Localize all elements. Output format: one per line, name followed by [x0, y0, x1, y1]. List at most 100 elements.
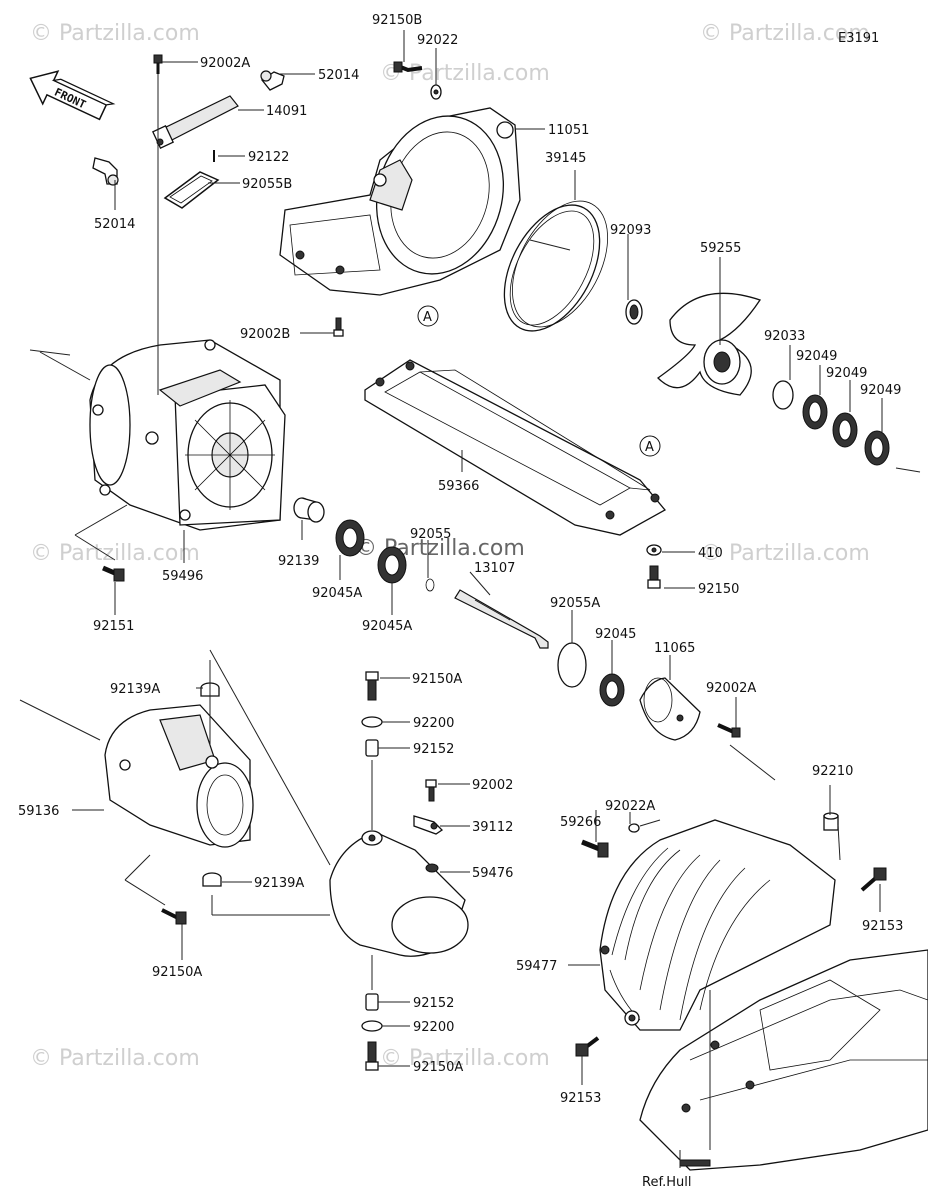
callout-92150b: 92150B	[372, 13, 422, 28]
washer-410	[646, 544, 662, 556]
bushing-92139	[293, 497, 325, 523]
callout-92153: 92153	[862, 919, 903, 934]
bearing-92045a	[335, 519, 365, 557]
callout-92152: 92152	[413, 742, 454, 757]
watermark: © Partzilla.com	[30, 541, 200, 566]
callout-92153: 92153	[560, 1091, 601, 1106]
seal-92093	[625, 299, 643, 325]
bolt-59266	[581, 839, 609, 858]
watermark: © Partzilla.com	[380, 61, 550, 86]
collar-92152	[365, 993, 379, 1011]
steering-nozzle-59476	[329, 830, 469, 957]
callout-92150a: 92150A	[413, 1060, 463, 1075]
callout-92139a: 92139A	[254, 876, 304, 891]
callout-92022a: 92022A	[605, 799, 655, 814]
callout-410: 410	[698, 546, 723, 561]
callout-59477: 59477	[516, 959, 557, 974]
washers-group	[772, 380, 890, 466]
ref-marker-a-text: A	[423, 310, 432, 325]
collar-92152	[365, 739, 379, 757]
callout-92093: 92093	[610, 223, 651, 238]
bolt-92002	[425, 779, 437, 802]
callout-92055b: 92055B	[242, 177, 292, 192]
impeller-59255	[656, 292, 762, 396]
bolt-92002a	[717, 723, 741, 738]
callout-92049: 92049	[826, 366, 867, 381]
washer-92022a	[628, 823, 640, 833]
bolt-92150a	[365, 1041, 379, 1071]
ring-39145	[503, 200, 609, 332]
bolt-92150a	[161, 908, 187, 925]
bushing-92139a	[202, 872, 222, 887]
pump-cover-11051	[279, 61, 521, 296]
callout-92049: 92049	[860, 383, 901, 398]
callout-92022: 92022	[417, 33, 458, 48]
ref-marker-a: A	[417, 305, 439, 327]
pump-housing-59496	[89, 339, 286, 531]
callout-59496: 59496	[162, 569, 203, 584]
callout-92210: 92210	[812, 764, 853, 779]
callout-92139a: 92139A	[110, 682, 160, 697]
callout-92033: 92033	[764, 329, 805, 344]
callout-59255: 59255	[700, 241, 741, 256]
callout-92002b: 92002B	[240, 327, 290, 342]
callout-39112: 39112	[472, 820, 513, 835]
callout-92045a: 92045A	[362, 619, 412, 634]
callout-92150: 92150	[698, 582, 739, 597]
callout-52014: 52014	[94, 217, 135, 232]
callout-92002: 92002	[472, 778, 513, 793]
callout-11065: 11065	[654, 641, 695, 656]
callout-52014: 52014	[318, 68, 359, 83]
callout-59136: 59136	[18, 804, 59, 819]
bearing-92045	[599, 673, 625, 707]
callout-39145: 39145	[545, 151, 586, 166]
bolt-92151	[102, 565, 125, 582]
callout-92200: 92200	[413, 1020, 454, 1035]
callout-92139: 92139	[278, 554, 319, 569]
callout-92002a: 92002A	[200, 56, 250, 71]
watermark: © Partzilla.com	[30, 1046, 200, 1071]
ref-marker-a-text: A	[645, 440, 654, 455]
link-39112	[413, 815, 444, 835]
callout-92002a: 92002A	[706, 681, 756, 696]
watermark: © Partzilla.com	[30, 21, 200, 46]
callout-92200: 92200	[413, 716, 454, 731]
bolt-92150	[647, 565, 661, 589]
callout-13107: 13107	[474, 561, 515, 576]
part-callouts: 92150B 92022 92002A 52014 14091 11051 39…	[18, 13, 903, 1190]
cap-11065	[639, 677, 701, 741]
callout-11051: 11051	[548, 123, 589, 138]
hull-reference	[639, 949, 928, 1171]
o-ring-92055	[425, 578, 435, 592]
callout-92055: 92055	[410, 527, 451, 542]
shaft-13107	[454, 589, 549, 649]
callout-92150a: 92150A	[152, 965, 202, 980]
bolt-92153	[575, 1036, 600, 1057]
bolt-92153	[860, 867, 887, 892]
diagram-code: E3191	[838, 31, 879, 46]
callout-92151: 92151	[93, 619, 134, 634]
watermark: © Partzilla.com	[700, 21, 870, 46]
callout-92045a: 92045A	[312, 586, 362, 601]
callout-92045: 92045	[595, 627, 636, 642]
callout-92049: 92049	[796, 349, 837, 364]
bearing-92045a	[377, 546, 407, 584]
o-ring-92055a	[557, 642, 587, 688]
callout-14091: 14091	[266, 104, 307, 119]
ref-hull-label: Ref.Hull	[642, 1175, 691, 1190]
washer-92200	[361, 716, 383, 728]
collar-92210	[823, 812, 839, 831]
callout-92152: 92152	[413, 996, 454, 1011]
callout-59476: 59476	[472, 866, 513, 881]
watermark: © Partzilla.com	[380, 1046, 550, 1071]
callout-92122: 92122	[248, 150, 289, 165]
callout-59366: 59366	[438, 479, 479, 494]
guard-59477	[599, 819, 836, 1031]
plate-59366	[364, 359, 667, 536]
callout-92150a: 92150A	[412, 672, 462, 687]
nozzle-59136	[104, 704, 254, 848]
leader-lines	[19, 30, 921, 1168]
watermark: © Partzilla.com	[700, 541, 870, 566]
bolt-92002b	[333, 317, 344, 337]
